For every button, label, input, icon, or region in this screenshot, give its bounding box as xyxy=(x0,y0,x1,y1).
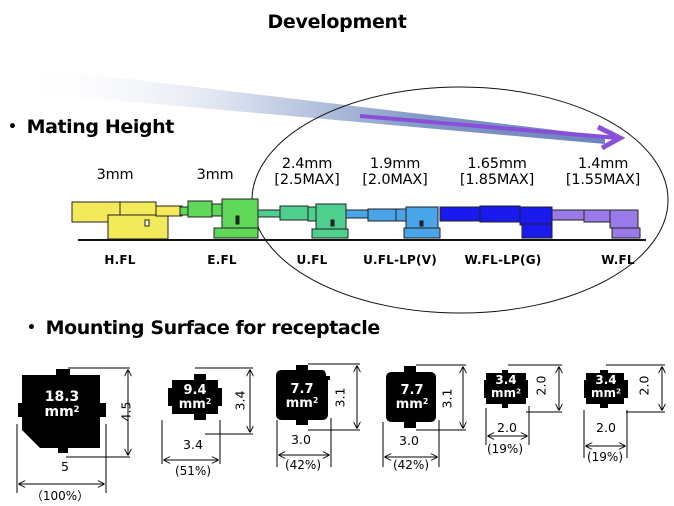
height-max: [1.85MAX] xyxy=(459,172,535,188)
height-label-wfl: 1.4mm [1.55MAX] xyxy=(553,156,653,188)
height-value: 1.65mm xyxy=(467,156,527,172)
footprint-2 xyxy=(161,367,253,464)
mating-height-heading-text: Mating Height xyxy=(26,116,175,138)
footprint-width-3: 3.0 xyxy=(291,432,311,447)
height-value: 1.9mm xyxy=(369,156,421,172)
area-value: 7.7 xyxy=(290,382,314,397)
height-value: 2.4mm xyxy=(281,156,333,172)
connector-name-wflg: W.FL-LP(G) xyxy=(464,253,542,267)
area-value: 3.4 xyxy=(495,373,517,387)
footprint-1 xyxy=(16,367,130,493)
page-title: Development xyxy=(267,11,407,33)
area-value: 3.4 xyxy=(595,373,617,387)
unit-text: mm xyxy=(590,385,616,400)
footprint-percent-2: (51%) xyxy=(174,464,212,478)
footprint-percent-5: (19%) xyxy=(486,442,524,456)
connector-ufl xyxy=(257,203,349,239)
height-value: 1.4mm xyxy=(577,156,629,172)
area-value: 9.4 xyxy=(183,383,207,398)
connector-lineup xyxy=(71,198,646,241)
footprint-shape xyxy=(276,365,330,425)
footprint-height-6: 2.0 xyxy=(636,375,652,396)
unit-text: mm xyxy=(395,396,423,412)
footprint-area-2: 9.4 mm2 xyxy=(172,384,218,411)
trend-arrow-shaft xyxy=(359,114,619,140)
height-value: 3mm xyxy=(196,167,234,183)
footprint-drawings xyxy=(16,363,674,493)
footprint-shape xyxy=(584,370,628,408)
mounting-surface-heading: • Mounting Surface for receptacle xyxy=(27,317,380,339)
height-label-efl: 3mm xyxy=(180,167,250,183)
unit-exp: 2 xyxy=(516,386,522,395)
footprint-width-2: 3.4 xyxy=(183,437,203,452)
footprint-area-4: 7.7 mm2 xyxy=(388,384,436,411)
footprint-area-6: 3.4 mm2 xyxy=(584,374,628,399)
unit-text: mm xyxy=(490,385,516,400)
footprint-height-2: 3.4 xyxy=(232,390,248,411)
footprint-percent-4: (42%) xyxy=(392,458,430,472)
footprint-height-1: 4.5 xyxy=(118,401,134,422)
trend-arrow-head xyxy=(596,124,626,151)
height-max: [1.55MAX] xyxy=(565,172,641,188)
area-value: 7.7 xyxy=(400,383,424,398)
area-value: 18.3 xyxy=(44,389,80,405)
unit-text: mm xyxy=(178,396,206,412)
footprint-height-4: 3.1 xyxy=(439,388,455,409)
footprint-height-3: 3.1 xyxy=(332,387,348,408)
unit-exp: 2 xyxy=(205,396,212,406)
connector-wflg xyxy=(439,205,553,239)
footprint-percent-3: (42%) xyxy=(284,458,322,472)
footprint-shape xyxy=(386,366,436,428)
unit-text: mm xyxy=(285,395,313,411)
connector-name-ufl: U.FL xyxy=(296,253,328,267)
height-label-ufl: 2.4mm [2.5MAX] xyxy=(262,156,352,188)
footprint-width-1: 5 xyxy=(61,459,69,474)
connector-wfl xyxy=(551,209,641,239)
bullet-icon: • xyxy=(27,320,36,336)
footprint-width-6: 2.0 xyxy=(596,420,616,435)
connector-efl xyxy=(179,198,259,239)
height-max: [2.5MAX] xyxy=(274,172,340,188)
connector-hfl xyxy=(71,201,183,240)
unit-exp: 2 xyxy=(422,396,429,406)
connector-uflv xyxy=(345,206,441,239)
footprint-4 xyxy=(382,364,466,467)
footprint-width-4: 3.0 xyxy=(399,433,419,448)
footprint-area-5: 3.4 mm2 xyxy=(484,374,528,399)
footprint-shape xyxy=(168,374,222,420)
mating-height-heading: • Mating Height xyxy=(8,116,174,138)
area-unit: mm2 xyxy=(34,403,90,420)
unit-exp: 2 xyxy=(73,403,80,414)
connector-name-wfl: W.FL xyxy=(601,253,635,267)
footprint-area-1: 18.3 mm2 xyxy=(34,390,90,420)
connector-name-uflv: U.FL-LP(V) xyxy=(363,253,437,267)
footprint-shape xyxy=(18,369,106,453)
unit-exp: 2 xyxy=(312,395,319,405)
mounting-surface-heading-text: Mounting Surface for receptacle xyxy=(45,317,381,339)
footprint-percent-1: （100%） xyxy=(30,489,90,503)
footprint-area-3: 7.7 mm2 xyxy=(278,383,326,410)
height-value: 3mm xyxy=(96,167,134,183)
footprint-width-5: 2.0 xyxy=(497,420,517,435)
footprint-6 xyxy=(583,364,665,458)
footprint-5 xyxy=(484,364,562,445)
height-max: [2.0MAX] xyxy=(362,172,428,188)
connector-name-hfl: H.FL xyxy=(104,253,136,267)
unit-text: mm xyxy=(44,403,74,420)
trend-graphic xyxy=(20,66,669,314)
footprint-3 xyxy=(276,363,360,467)
unit-exp: 2 xyxy=(616,386,622,395)
height-label-hfl: 3mm xyxy=(80,167,150,183)
footprint-height-5: 2.0 xyxy=(533,375,549,396)
connector-name-efl: E.FL xyxy=(207,253,237,267)
height-label-uflv: 1.9mm [2.0MAX] xyxy=(350,156,440,188)
footprint-percent-6: (19%) xyxy=(586,450,624,464)
footprint-shape xyxy=(484,370,528,408)
height-label-wflg: 1.65mm [1.85MAX] xyxy=(447,156,547,188)
bullet-icon: • xyxy=(8,119,17,135)
